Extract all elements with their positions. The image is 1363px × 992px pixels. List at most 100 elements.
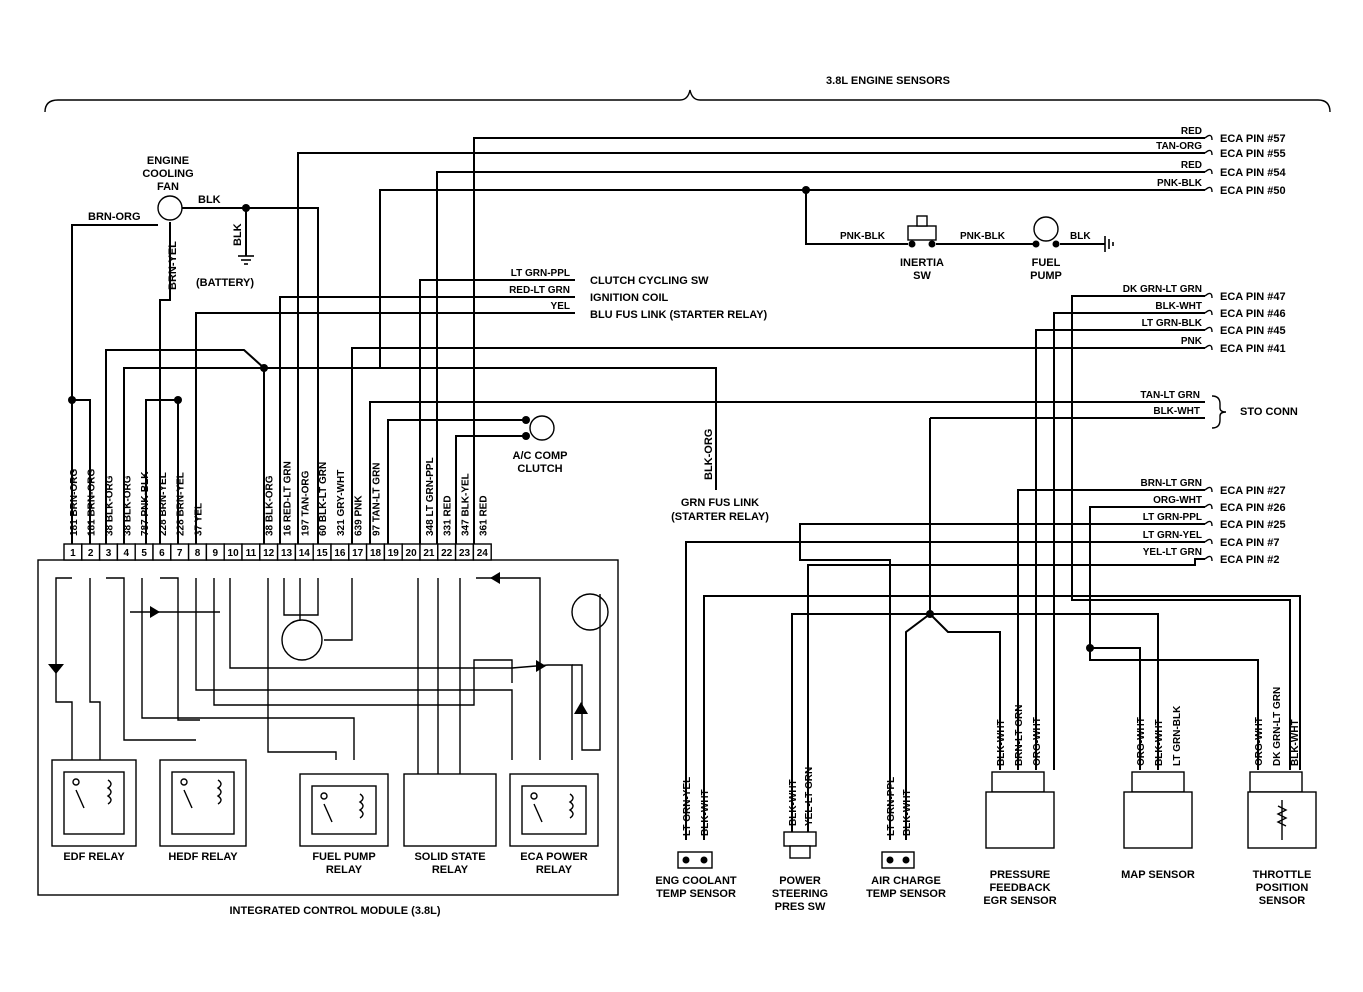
- eca-wire-label: BLK-WHT: [1155, 301, 1202, 312]
- fan-label-1: ENGINE: [147, 155, 189, 167]
- sensor-wire-label: DK GRN-LT GRN: [1272, 687, 1283, 766]
- wire-blk-wht-bus-h: [703, 595, 1301, 840]
- ecm-internal-trace: [511, 664, 573, 760]
- relay-label: EDF RELAY: [63, 851, 125, 863]
- connector-arrow: [1204, 538, 1213, 545]
- inertia-label-1: INERTIA: [900, 257, 944, 269]
- ecm-title: INTEGRATED CONTROL MODULE (3.8L): [229, 905, 440, 917]
- title-brace: [44, 89, 1331, 113]
- ecm-internal-trace: [229, 578, 512, 669]
- sensor-wire-label: ORG-WHT: [1032, 717, 1043, 766]
- inertia-wire-left: PNK-BLK: [840, 231, 886, 242]
- transistor-symbol: [571, 593, 609, 631]
- sensor-wire-label: LT GRN-PPL: [886, 777, 897, 836]
- eca-wire-label: PNK: [1181, 336, 1203, 347]
- pin-number: 18: [370, 548, 382, 559]
- wire-pnk-eca41: [351, 347, 1205, 544]
- relay: EDF RELAY: [51, 759, 137, 863]
- fuel-pump-label-1: FUEL: [1032, 257, 1061, 269]
- fuel-pump-motor: [1033, 216, 1059, 242]
- pin-number: 13: [281, 548, 293, 559]
- connector-arrow: [1204, 326, 1213, 333]
- splice-dot: [68, 396, 76, 404]
- ecm-internal-trace: [324, 578, 353, 641]
- sensor-wire-label: BLK-WHT: [700, 789, 711, 836]
- pin-number: 10: [228, 548, 240, 559]
- splice-dot: [1052, 240, 1060, 248]
- eca-pin-label: ECA PIN #7: [1220, 537, 1280, 549]
- eca-pin-label: ECA PIN #50: [1220, 185, 1286, 197]
- wire-blk-wht-ps: [791, 613, 930, 832]
- pin-wire-label: 38 BLK-ORG: [122, 475, 133, 536]
- pin-number: 19: [388, 548, 400, 559]
- wire-red-eca54: [436, 171, 1205, 544]
- pin-wire-label: 16 RED-LT GRN: [283, 461, 294, 536]
- pin-number: 24: [477, 548, 489, 559]
- pin-wire-label: 181 BRN-ORG: [87, 469, 98, 536]
- wire-yel-lt-grn-eca2: [807, 558, 1205, 832]
- splice-dot: [802, 186, 810, 194]
- sensor-wire-label: LT GRN-YEL: [682, 777, 693, 836]
- eca-pin-label: ECA PIN #47: [1220, 291, 1286, 303]
- splice-dot: [1032, 240, 1040, 248]
- wire-tan-lt-grn-sto: [369, 401, 1205, 544]
- relay-label: HEDF RELAY: [168, 851, 238, 863]
- ecm-internal-trace: [160, 577, 200, 721]
- pin-number: 4: [124, 548, 130, 559]
- splice-dot: [522, 432, 530, 440]
- eca-pin-label: ECA PIN #26: [1220, 502, 1286, 514]
- ecm-internal-trace: [476, 577, 541, 760]
- eca-wire-label: DK GRN-LT GRN: [1123, 284, 1202, 295]
- pin-wire-label: 197 TAN-ORG: [300, 470, 311, 536]
- sensor-wire-label: BLK-WHT: [996, 719, 1007, 766]
- pin-number: 5: [141, 548, 147, 559]
- eca-wire-label: LT GRN-PPL: [1143, 512, 1202, 523]
- wire-brn-yel-3: [145, 399, 178, 544]
- sto-label: STO CONN: [1240, 406, 1298, 418]
- cooling-fan-motor: [157, 195, 183, 221]
- transistor-symbol: [281, 619, 323, 661]
- wire-org-wht-tps: [1089, 648, 1259, 770]
- sensor-wire-label: ORG-WHT: [1136, 717, 1147, 766]
- splice-dot: [242, 204, 250, 212]
- sto-wire-1: TAN-LT GRN: [1140, 390, 1200, 401]
- diagram-title: 3.8L ENGINE SENSORS: [826, 75, 950, 87]
- sensor-label: THROTTLE: [1253, 869, 1312, 881]
- eca-pin-label: ECA PIN #45: [1220, 325, 1286, 337]
- pin-wire-label: 361 RED: [478, 495, 489, 536]
- wire-red-lt-grn-coil: [279, 296, 575, 544]
- pin-number: 21: [423, 548, 435, 559]
- sensor-wire-label: BRN-LT GRN: [1014, 705, 1025, 766]
- connector-arrow: [1204, 503, 1213, 510]
- sensor-wire-label: YEL-LT GRN: [804, 767, 815, 826]
- pin-wire-label: 639 PNK: [354, 495, 365, 536]
- relay-label: SOLID STATE: [414, 851, 485, 863]
- wire-pnk-blk-inertia: [805, 190, 908, 245]
- eca-pin-label: ECA PIN #54: [1220, 167, 1287, 179]
- pin-wire-label: 331 RED: [443, 495, 454, 536]
- pin-wire-label: 348 LT GRN-PPL: [425, 457, 436, 536]
- sensor-label: POWER: [779, 875, 821, 887]
- mid-wire-label: YEL: [551, 301, 570, 312]
- wire-lt-grn-yel-eca7: [685, 541, 1205, 840]
- fuel-pump-wire: BLK: [1070, 231, 1091, 242]
- sensor-label: SENSOR: [1259, 895, 1306, 907]
- sensor-wire-label: BLK-WHT: [1154, 719, 1165, 766]
- ac-clutch-label-2: CLUTCH: [517, 463, 562, 475]
- ac-compressor-clutch: [529, 415, 555, 441]
- fan-label-2: COOLING: [142, 168, 193, 180]
- sensor-wire-label: ORG-WHT: [1254, 717, 1265, 766]
- connector-pin: [472, 543, 492, 561]
- relay-label: RELAY: [536, 864, 573, 876]
- fuel-pump-label-2: PUMP: [1030, 270, 1062, 282]
- connector-arrow: [1204, 134, 1213, 141]
- eca-wire-label: LT GRN-YEL: [1143, 530, 1202, 541]
- inertia-wire-right: PNK-BLK: [960, 231, 1006, 242]
- sensor-wire-label: BLK-WHT: [788, 779, 799, 826]
